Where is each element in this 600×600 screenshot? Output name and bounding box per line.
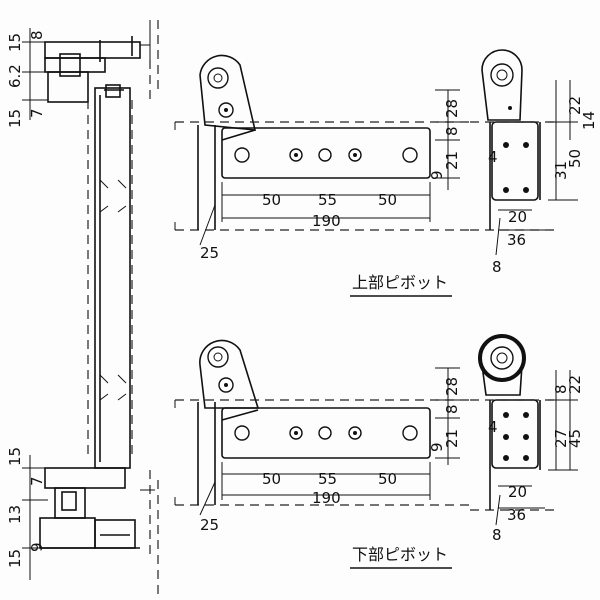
lower-side-dim-22: 22: [566, 375, 584, 394]
upper-side-dim-36: 36: [507, 231, 526, 249]
dim-6-2: 6.2: [6, 64, 24, 88]
dim-7-bottom: 7: [28, 476, 46, 486]
lower-dim-28: 28: [443, 377, 461, 396]
lower-dim-50-left: 50: [262, 470, 281, 488]
lower-dim-55: 55: [318, 470, 337, 488]
upper-dim-50-left: 50: [262, 191, 281, 209]
upper-pivot-caption: 上部ピボット: [352, 273, 448, 292]
upper-caption-group: 上部ピボット: [350, 273, 452, 297]
dim-15-bottom: 15: [6, 447, 24, 466]
lower-pivot-front-view: [174, 339, 470, 516]
lower-dim-9: 9: [428, 442, 446, 452]
upper-dim-55: 55: [318, 191, 337, 209]
upper-side-dim-8: 8: [492, 258, 502, 276]
upper-side-dim-50: 50: [566, 149, 584, 168]
dim-13: 13: [6, 505, 24, 524]
dim-8-top: 8: [28, 30, 46, 40]
upper-dim-9: 9: [428, 170, 446, 180]
lower-side-dim-36: 36: [507, 506, 526, 524]
upper-dim-21: 21: [443, 151, 461, 170]
lower-side-dim-45: 45: [566, 429, 584, 448]
lower-dim-25: 25: [200, 516, 219, 534]
upper-dim-28: 28: [443, 99, 461, 118]
upper-side-dim-22: 22: [566, 96, 584, 115]
lower-dim-8: 8: [443, 404, 461, 414]
upper-pivot-side-view: [470, 49, 578, 256]
dim-15-mid: 15: [6, 109, 24, 128]
lower-side-dim-20: 20: [508, 483, 527, 501]
door-elevation-view: [22, 20, 159, 600]
lower-dim-21: 21: [443, 429, 461, 448]
upper-side-dim-31: 31: [552, 161, 570, 180]
upper-pivot-front-view: [174, 54, 470, 246]
dim-9-low: 9: [28, 542, 46, 552]
lower-side-dim-8-bottom: 8: [492, 526, 502, 544]
dim-15-top: 15: [6, 33, 24, 52]
upper-side-dim-4: 4: [488, 148, 498, 166]
lower-side-dim-27: 27: [552, 429, 570, 448]
upper-dim-8: 8: [443, 126, 461, 136]
dim-15-low: 15: [6, 549, 24, 568]
upper-side-dim-14: 14: [580, 111, 598, 130]
lower-side-dim-8: 8: [552, 384, 570, 394]
lower-pivot-caption: 下部ピボット: [352, 545, 448, 564]
upper-dim-50-right: 50: [378, 191, 397, 209]
dim-7-mid: 7: [28, 108, 46, 118]
lower-caption-group: 下部ピボット: [350, 545, 452, 569]
lower-pivot-side-view: [470, 334, 578, 526]
upper-side-dim-20: 20: [508, 208, 527, 226]
lower-side-dim-4: 4: [488, 418, 498, 436]
upper-dim-190: 190: [312, 212, 341, 230]
upper-dim-25: 25: [200, 244, 219, 262]
lower-dim-190: 190: [312, 489, 341, 507]
lower-dim-50-right: 50: [378, 470, 397, 488]
